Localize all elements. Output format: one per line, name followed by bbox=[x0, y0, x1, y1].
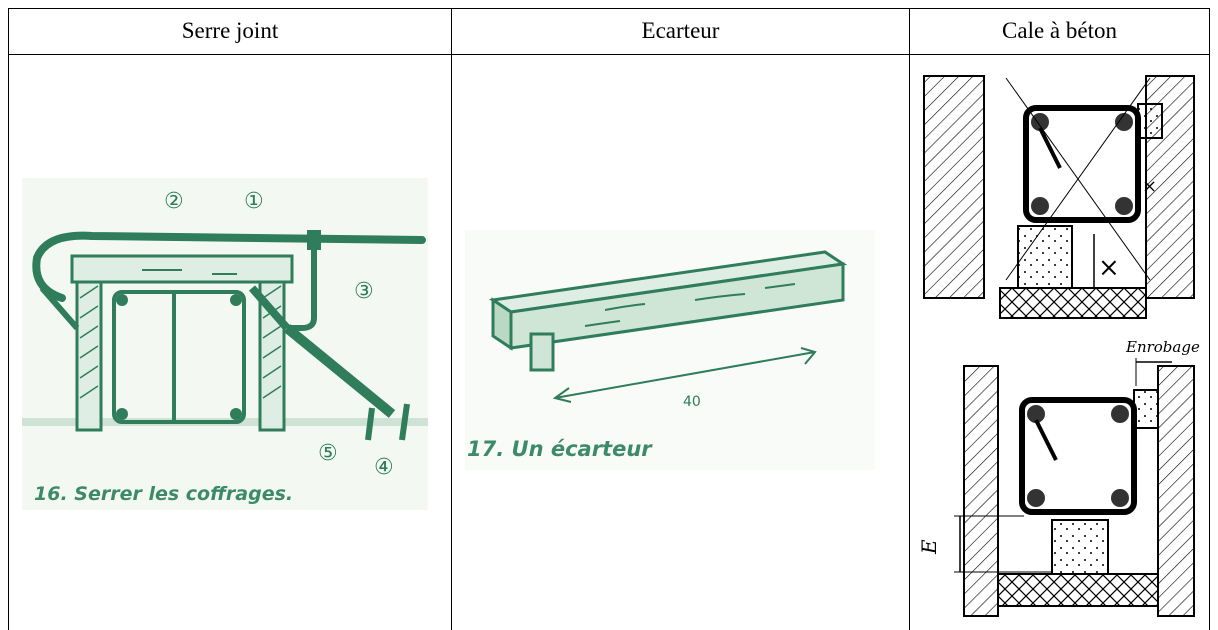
incorrect-cover-detail: × × bbox=[923, 75, 1195, 319]
cross-mark-line-2 bbox=[1005, 77, 1151, 281]
correct-cover-detail: Enrobage E bbox=[917, 338, 1200, 617]
figure-2-caption: 17. Un écarteur bbox=[467, 437, 653, 461]
callout-1: ① bbox=[244, 189, 264, 214]
header-serre-joint: Serre joint bbox=[181, 18, 279, 43]
left-wall-top bbox=[923, 75, 985, 299]
header-cale-a-beton: Cale à béton bbox=[1002, 18, 1117, 43]
comparison-table: Serre joint Ecarteur Cale à béton bbox=[8, 0, 1210, 630]
spacer-block-top-right bbox=[1137, 103, 1163, 139]
figure-cale-a-beton: × × Enrobage E bbox=[917, 75, 1200, 617]
left-board bbox=[75, 280, 103, 432]
header-bottom-border bbox=[8, 54, 1210, 55]
figure-ecarteur: 40 17. Un écarteur bbox=[465, 230, 875, 470]
spacer-block-bottom-bottom bbox=[1051, 519, 1109, 575]
column-divider-1 bbox=[451, 8, 452, 630]
table-top-border bbox=[8, 8, 1210, 9]
diagonal-strut bbox=[283, 324, 396, 418]
dimension-arrow bbox=[554, 351, 816, 399]
spacer-block-bottom-right bbox=[1133, 389, 1159, 429]
spacer-end-face bbox=[491, 297, 513, 351]
ground-top bbox=[999, 287, 1147, 319]
rebar-cage bbox=[112, 290, 246, 424]
rebar-cage-bottom bbox=[1019, 397, 1137, 515]
callout-4: ④ bbox=[374, 455, 394, 480]
label-enrobage: Enrobage bbox=[1125, 338, 1200, 356]
spacer-block-top-bottom bbox=[1017, 225, 1073, 289]
figure-serre-joint: ② ① ③ ⑤ ④ 16. Serrer les coffrages. bbox=[22, 178, 428, 510]
label-e: E bbox=[917, 539, 941, 555]
left-wall-bottom bbox=[963, 365, 999, 617]
column-divider-2 bbox=[909, 8, 910, 630]
figure-1-caption: 16. Serrer les coffrages. bbox=[34, 483, 293, 505]
hanger-rod bbox=[287, 248, 317, 331]
table-left-border bbox=[8, 8, 9, 630]
clamp-knot bbox=[307, 230, 321, 250]
incorrect-mark-bottom: × bbox=[1098, 253, 1120, 283]
incorrect-mark-side: × bbox=[1142, 176, 1157, 197]
dimension-label: 40 bbox=[683, 394, 701, 410]
spacer-leg bbox=[529, 332, 555, 372]
right-wall-bottom bbox=[1157, 365, 1195, 617]
callout-2: ② bbox=[164, 189, 184, 214]
ground-bottom bbox=[997, 573, 1159, 607]
callout-3: ③ bbox=[354, 279, 374, 304]
table-right-border bbox=[1209, 8, 1210, 630]
header-ecarteur: Ecarteur bbox=[641, 18, 720, 43]
callout-5: ⑤ bbox=[318, 441, 338, 466]
